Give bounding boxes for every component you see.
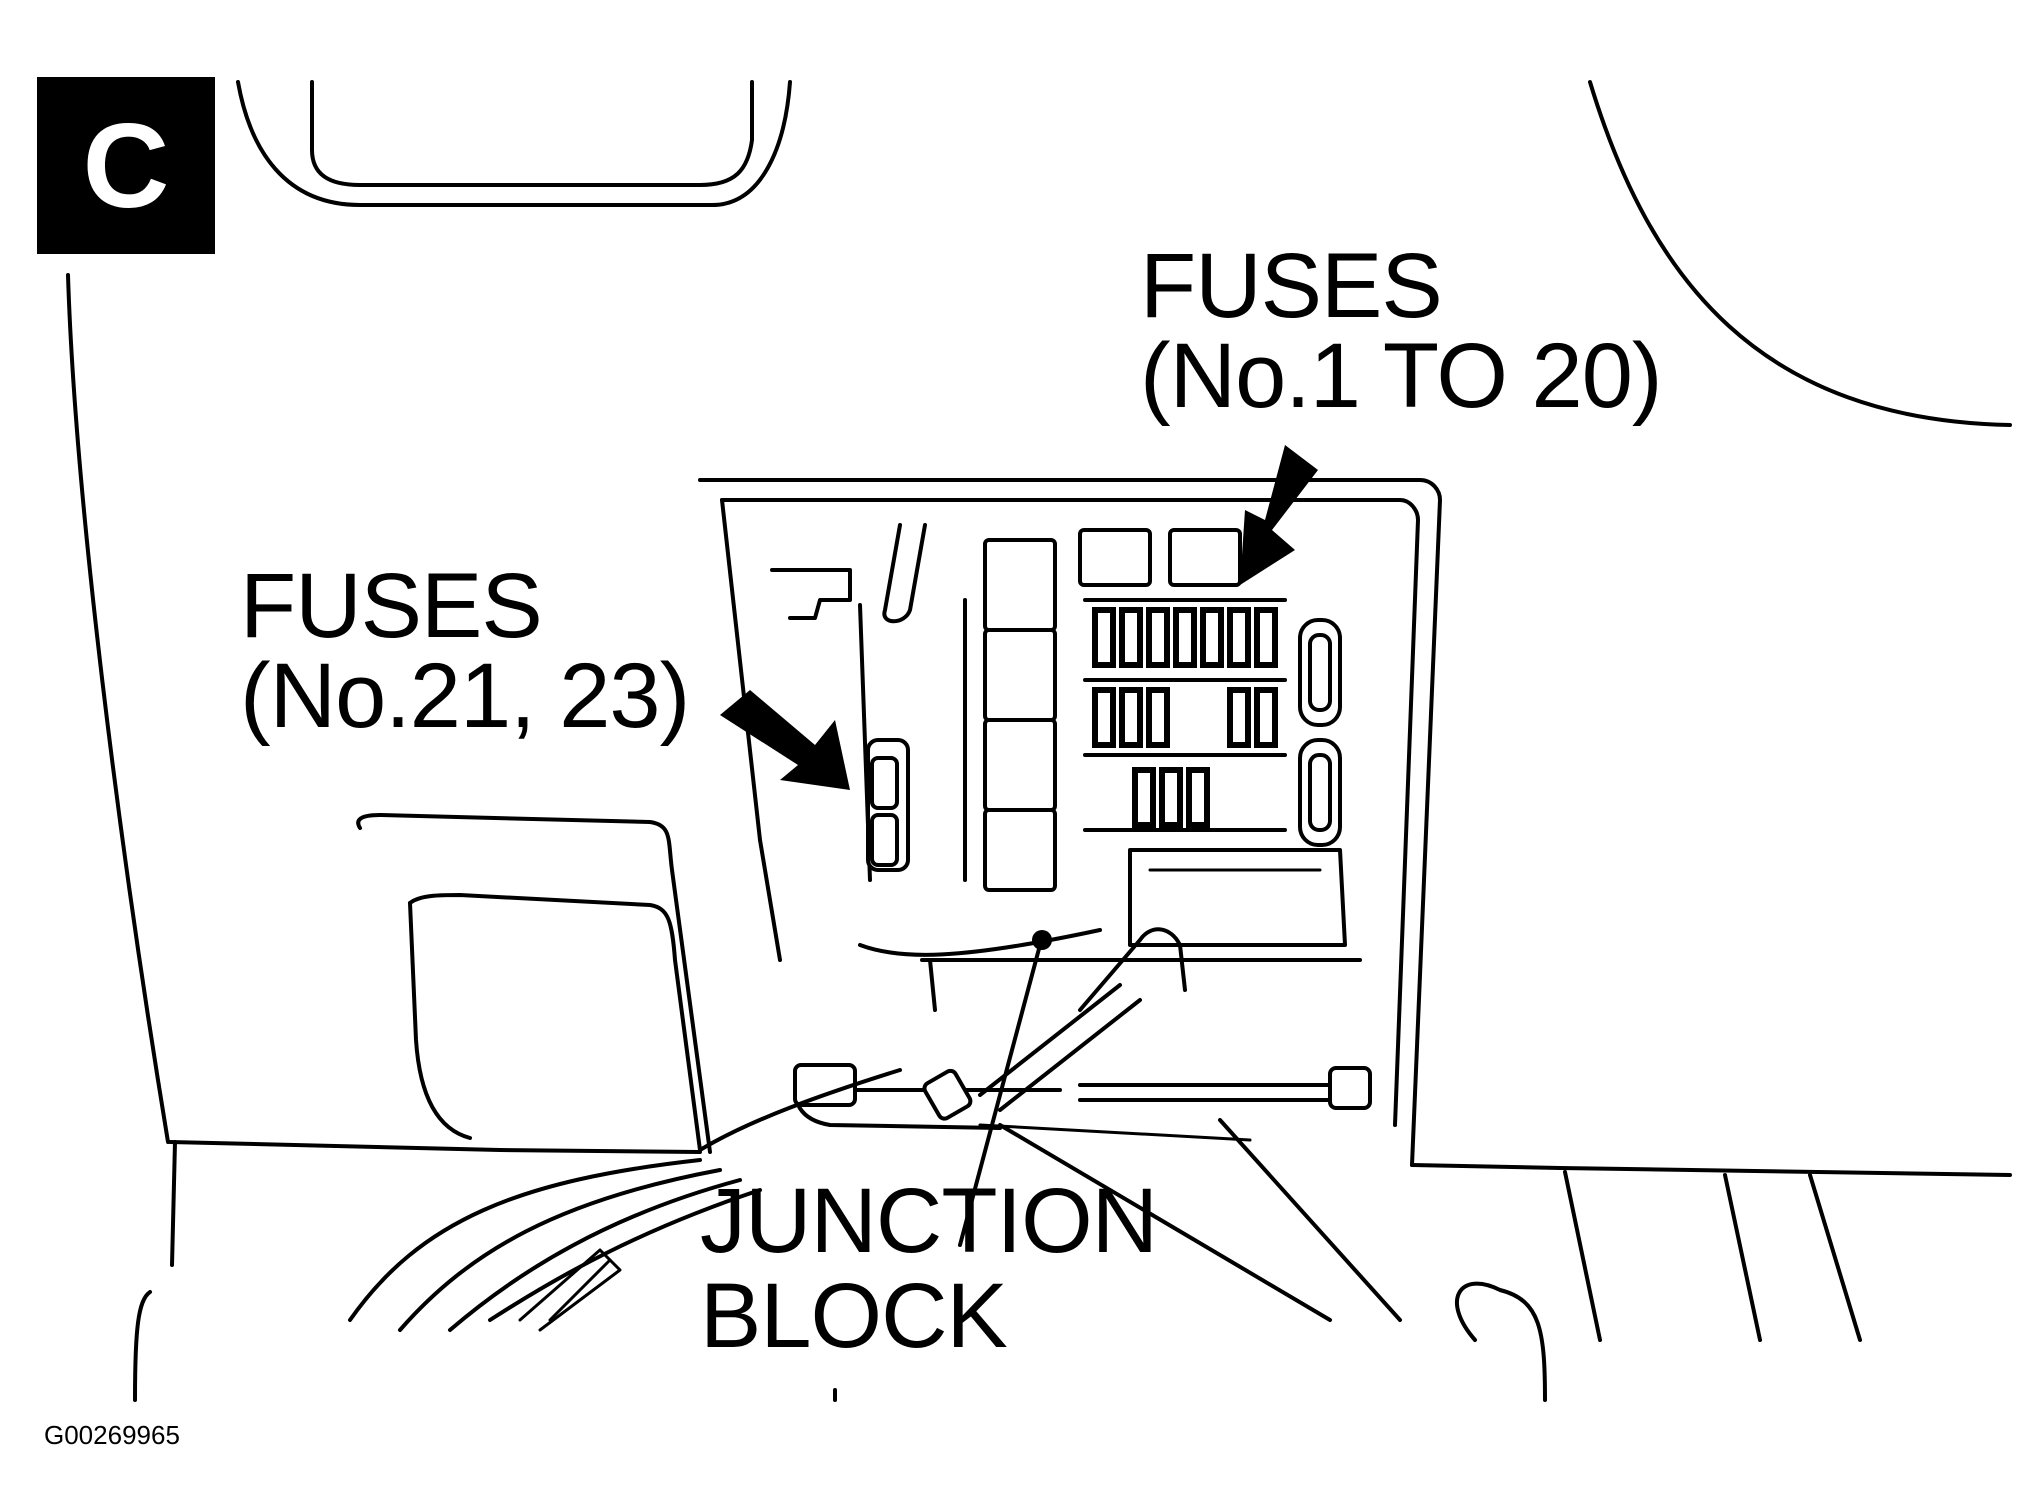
- dashboard-outline: [66, 80, 2012, 1402]
- arrow-icon: [1240, 445, 1318, 585]
- fuses-secondary-range-label: (No.21, 23): [240, 645, 690, 747]
- figure-id: G00269965: [44, 1420, 180, 1450]
- fuses-main-label: FUSES: [1140, 235, 1443, 337]
- junction-block-housing: [698, 478, 1442, 1167]
- wire-harness: [348, 927, 1402, 1332]
- junction-label: JUNCTION: [700, 1170, 1158, 1272]
- fuses-main-range-label: (No.1 TO 20): [1140, 325, 1662, 427]
- block-label: BLOCK: [700, 1265, 1008, 1367]
- fuse-array: [1083, 598, 1342, 847]
- view-badge: C: [37, 77, 215, 254]
- arrow-icon: [720, 690, 850, 790]
- fuses-secondary-label: FUSES: [240, 555, 543, 657]
- pointer-lines: [958, 930, 1052, 1247]
